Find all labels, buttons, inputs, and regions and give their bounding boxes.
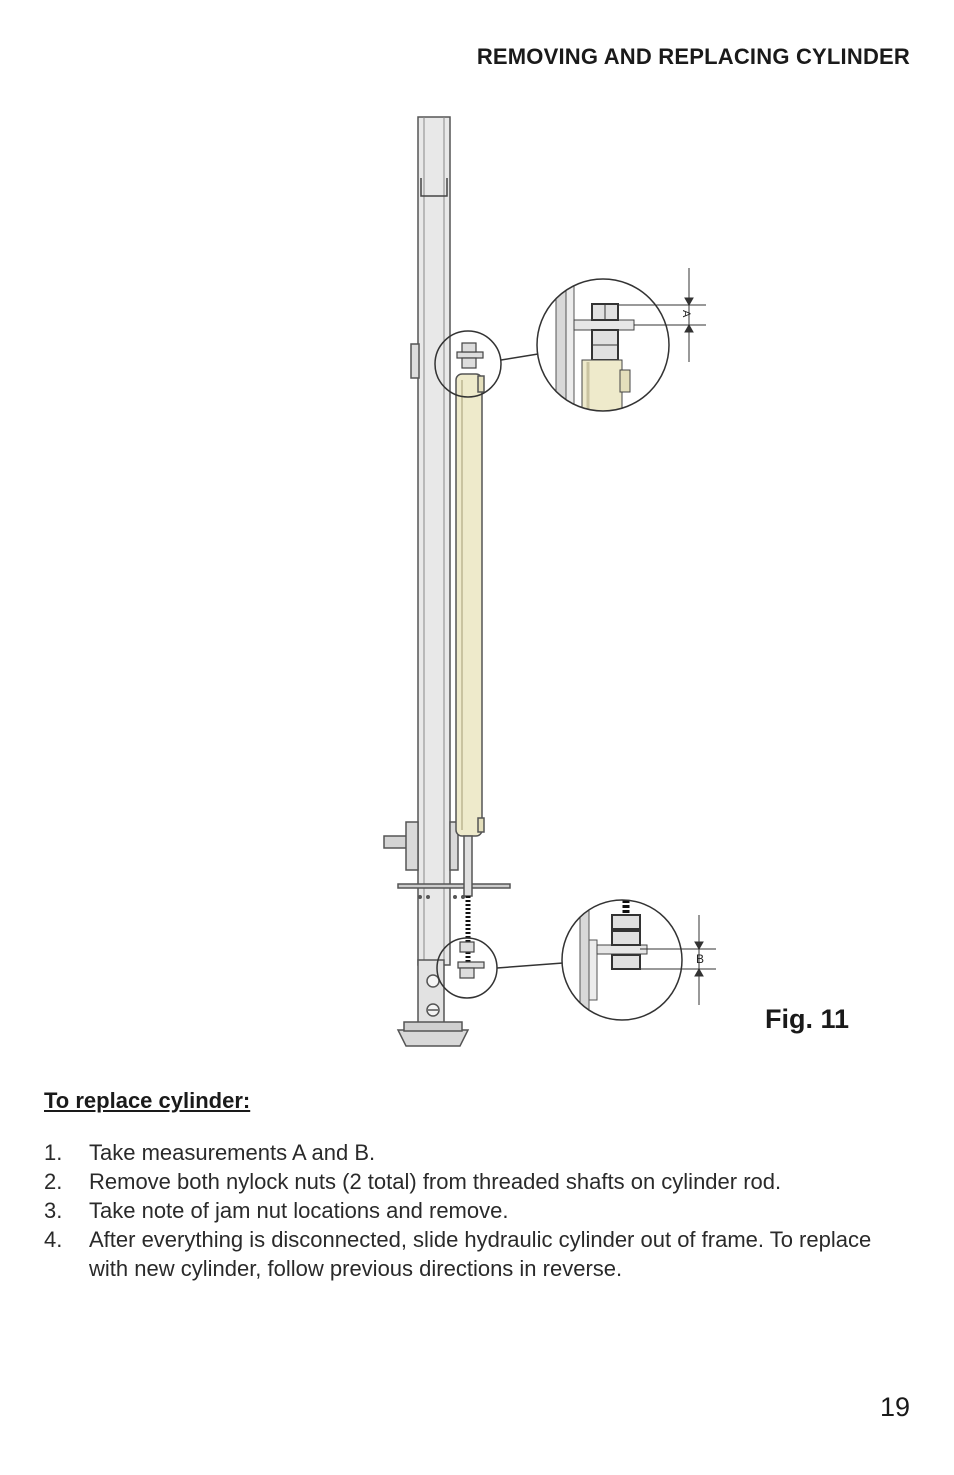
bottom-detail-zoom: B <box>561 899 716 1021</box>
top-detail-marker <box>434 330 502 398</box>
top-leader-line <box>500 353 539 361</box>
step-text: Take note of jam nut locations and remov… <box>89 1198 509 1223</box>
jack-frame <box>383 116 511 1047</box>
list-item: 3. Take note of jam nut locations and re… <box>44 1196 904 1225</box>
top-mount-nuts <box>456 342 484 369</box>
instruction-list: 1. Take measurements A and B. 2. Remove … <box>44 1138 904 1283</box>
step-number: 3. <box>44 1198 63 1223</box>
bottom-leader-line <box>496 962 564 969</box>
section-heading: To replace cylinder: <box>44 1088 251 1113</box>
jack-cylinder-diagram: A B <box>383 116 716 1047</box>
step-text: After everything is disconnected, slide … <box>89 1227 872 1281</box>
page-title: REMOVING AND REPLACING CYLINDER <box>476 44 910 69</box>
list-item: 4. After everything is disconnected, sli… <box>44 1225 904 1283</box>
page-number: 19 <box>879 1392 910 1422</box>
callout-b-label: B <box>696 952 704 966</box>
step-text: Remove both nylock nuts (2 total) from t… <box>89 1169 782 1194</box>
step-number: 1. <box>44 1140 63 1165</box>
bottom-mount-nuts <box>457 941 485 979</box>
top-detail-zoom: A <box>536 268 706 412</box>
list-item: 1. Take measurements A and B. <box>44 1138 904 1167</box>
step-text: Take measurements A and B. <box>89 1140 376 1165</box>
figure-label: Fig. 11 <box>765 1004 850 1034</box>
step-number: 4. <box>44 1227 63 1252</box>
hydraulic-cylinder <box>455 373 485 966</box>
callout-a-label: A <box>680 310 692 318</box>
step-number: 2. <box>44 1169 63 1194</box>
list-item: 2. Remove both nylock nuts (2 total) fro… <box>44 1167 904 1196</box>
